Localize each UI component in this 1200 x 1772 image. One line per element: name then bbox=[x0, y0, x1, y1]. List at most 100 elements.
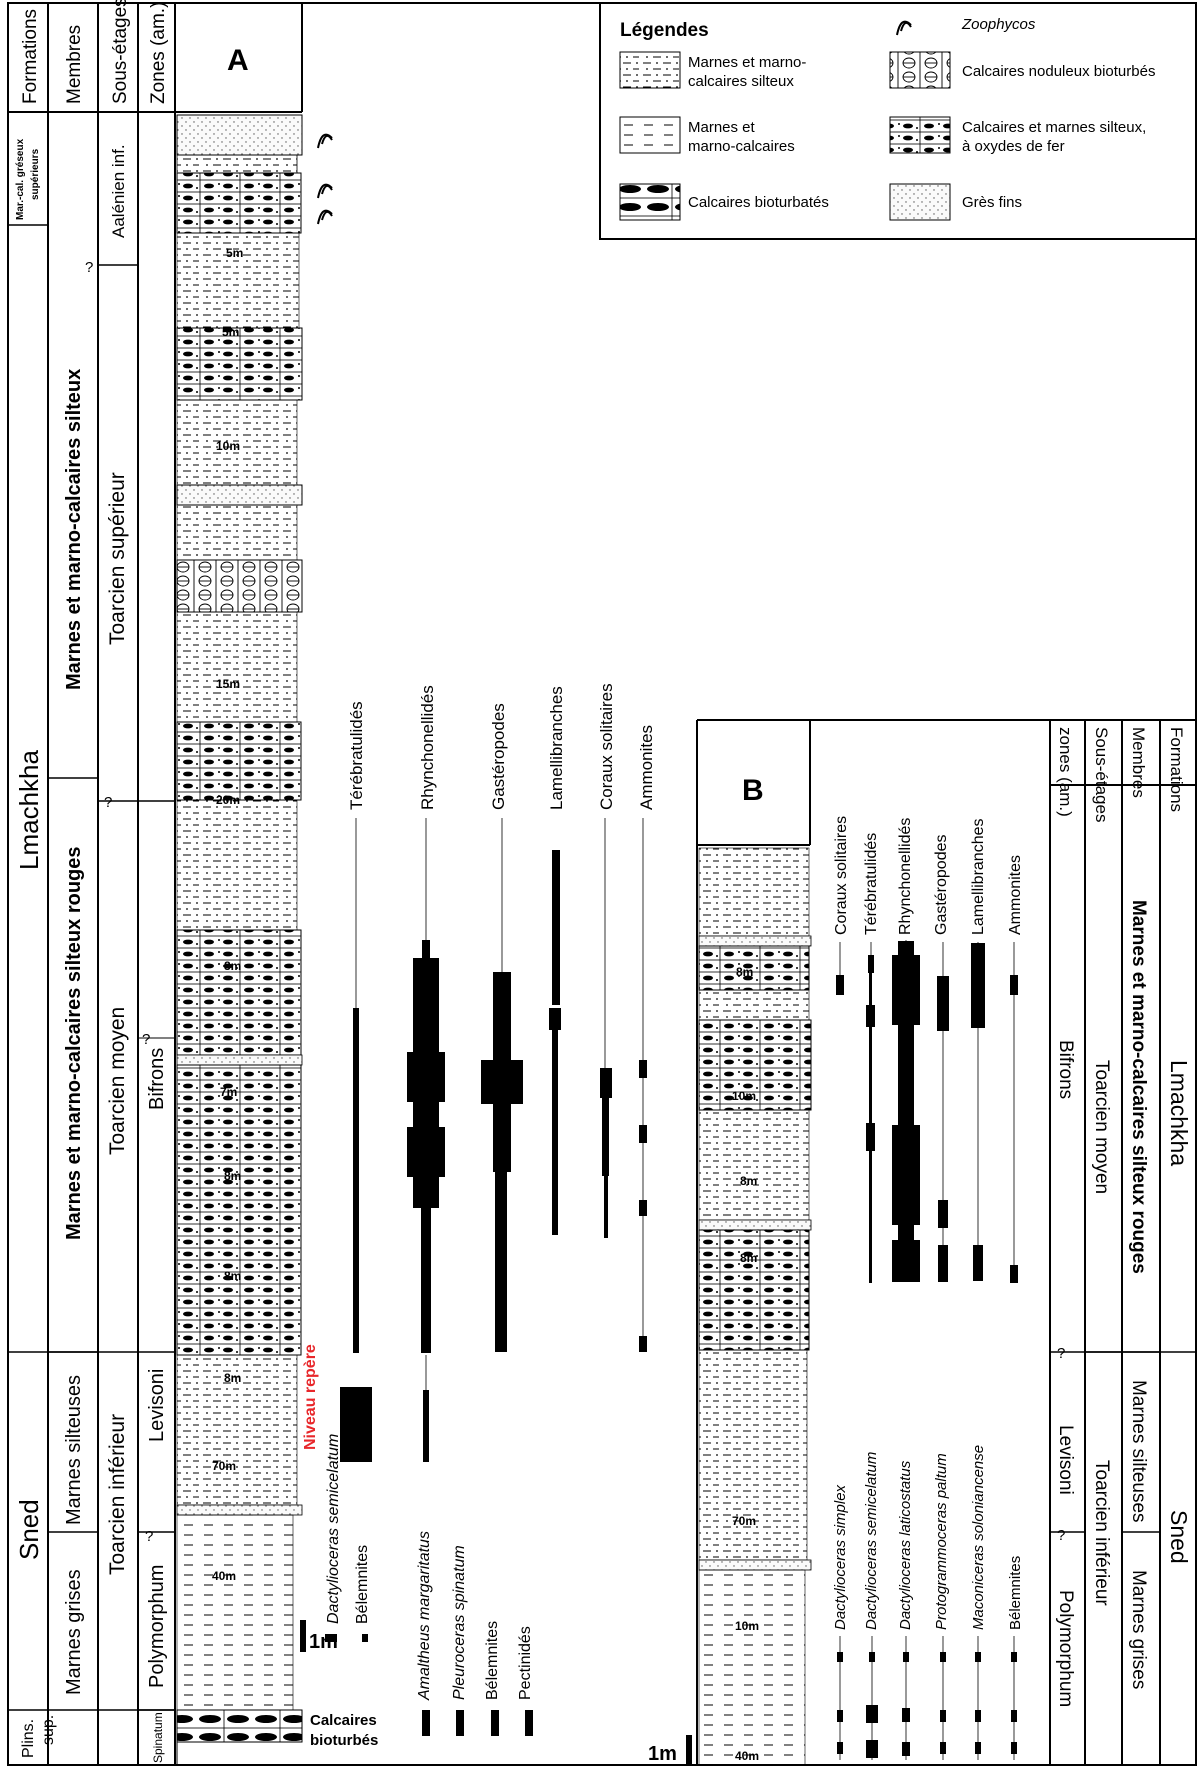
fauna-b-gasteropodes: Gastéropodes bbox=[933, 834, 950, 935]
legend-swatch-sandstone bbox=[889, 183, 951, 221]
col-a-header-sous-etages: Sous-étages bbox=[110, 0, 131, 104]
fauna-b-ammonites: Ammonites bbox=[1007, 855, 1024, 935]
fauna-a-coraux: Coraux solitaires bbox=[597, 683, 616, 810]
thickness-a-5: 20m bbox=[216, 793, 240, 807]
legend-label-bioturbated: Calcaires bioturbatés bbox=[688, 194, 829, 211]
column-a-question-marks: ? ? ? ? bbox=[85, 259, 153, 1545]
legend-swatch-iron bbox=[889, 116, 951, 154]
bottom-taxa-a-ranges bbox=[325, 1634, 533, 1736]
scale-bar-a bbox=[300, 1620, 306, 1652]
qmark-b-1: ? bbox=[1057, 1345, 1065, 1362]
fauna-a-gasteropodes: Gastéropodes bbox=[489, 703, 508, 810]
fauna-a-terebratulides: Térébratulidés bbox=[347, 701, 366, 810]
thickness-a-10: 8m bbox=[224, 1371, 241, 1385]
taxon-b-maconiceras: Maconiceras soloniancense bbox=[970, 1445, 987, 1630]
toarcien-moyen-a: Toarcien moyen bbox=[106, 1007, 129, 1155]
thickness-a-9: 8m bbox=[224, 1269, 241, 1283]
membre-rouges-a: Marnes et marno-calcaires silteux rouges bbox=[63, 847, 85, 1241]
col-a-header-zones: Zones (am.) bbox=[148, 2, 169, 104]
legend-swatch-bioturbated bbox=[619, 183, 681, 221]
fauna-a-rhynchonellides: Rhynchonellidés bbox=[418, 685, 437, 810]
fauna-headers-a: Térébratulidés Rhynchonellidés Gastéropo… bbox=[347, 683, 656, 810]
legend-label-zoophycos: Zoophycos bbox=[961, 16, 1036, 33]
legend-swatch-silty bbox=[619, 51, 681, 89]
column-a-divisions bbox=[8, 224, 176, 1711]
zone-polymorphum-a: Polymorphum bbox=[146, 1565, 168, 1688]
bottom-taxa-b: Dactylioceras simplex Dactylioceras semi… bbox=[832, 1445, 1024, 1630]
col-a-header-formations: Formations bbox=[20, 9, 41, 104]
zone-levisoni-b: Levisoni bbox=[1055, 1425, 1076, 1495]
thickness-a-6: 8m bbox=[224, 959, 241, 973]
fauna-ranges-b bbox=[836, 940, 1018, 1283]
toarcien-inf-a: Toarcien inférieur bbox=[106, 1414, 129, 1575]
taxon-a-dactylioceras-semicelatum: Dactylioceras semicelatum bbox=[325, 1434, 342, 1624]
formation-mar-cal: Mar.-cal. gréseux bbox=[15, 138, 26, 220]
legend-swatch-nodular bbox=[889, 51, 951, 89]
thickness-a-11: 70m bbox=[212, 1459, 236, 1473]
taxon-b-simplex: Dactylioceras simplex bbox=[832, 1484, 849, 1630]
formation-lmachkha-a: Lmachkha bbox=[14, 750, 44, 870]
taxon-b-laticostatus: Dactylioceras laticostatus bbox=[897, 1460, 914, 1630]
column-b-frame bbox=[696, 719, 1196, 1765]
thickness-a-12: 40m bbox=[212, 1569, 236, 1583]
legend-label-nodular: Calcaires noduleux bioturbés bbox=[962, 63, 1155, 80]
zone-bifrons-a: Bifrons bbox=[146, 1048, 168, 1110]
col-b-header-formations: Formations bbox=[1167, 727, 1186, 812]
qmark-bifrons: ? bbox=[142, 1031, 150, 1048]
thickness-a-3: 10m bbox=[216, 439, 240, 453]
thickness-b-5: 70m bbox=[732, 1514, 756, 1528]
thickness-b-4: 8m bbox=[740, 1251, 757, 1265]
taxon-a-pleuroceras: Pleuroceras spinatum bbox=[451, 1545, 468, 1700]
fauna-b-coraux: Coraux solitaires bbox=[833, 816, 850, 935]
fauna-b-lamellibranches: Lamellibranches bbox=[970, 818, 987, 935]
plins-label: Plins. bbox=[20, 1719, 37, 1758]
qmark-aalenien: ? bbox=[85, 259, 93, 276]
thickness-a-1: 5m bbox=[226, 246, 243, 260]
thickness-a-7: 7m bbox=[220, 1085, 237, 1099]
zone-polymorphum-b: Polymorphum bbox=[1055, 1590, 1076, 1707]
legend-label-iron-2: à oxydes de fer bbox=[962, 138, 1065, 155]
legend-label-iron-1: Calcaires et marnes silteux, bbox=[962, 119, 1146, 136]
thickness-a-4: 15m bbox=[216, 677, 240, 691]
membre-rouges-b: Marnes et marno-calcaires silteux rouges bbox=[1128, 900, 1149, 1274]
marker-bed-label: Niveau repère bbox=[302, 1344, 319, 1450]
zoophycos-icons-a bbox=[317, 133, 333, 225]
formation-lmachkha-b: Lmachkha bbox=[1166, 1060, 1192, 1166]
lithology-column-a bbox=[176, 114, 303, 1766]
membre-grises-a: Marnes grises bbox=[63, 1569, 85, 1695]
taxon-b-semicelatum: Dactylioceras semicelatum bbox=[863, 1452, 880, 1630]
toarcien-sup-a: Toarcien supérieur bbox=[106, 472, 129, 645]
qmark-toarcien-moyen: ? bbox=[104, 794, 112, 811]
membre-silteux-a: Marnes et marno-calcaires silteux bbox=[63, 369, 85, 690]
thickness-b-7: 40m bbox=[735, 1749, 759, 1763]
formation-sned-a: Sned bbox=[14, 1499, 44, 1560]
toarcien-moyen-b: Toarcien moyen bbox=[1091, 1060, 1112, 1194]
thickness-b-3: 8m bbox=[740, 1174, 757, 1188]
fauna-b-terebratulides: Térébratulidés bbox=[863, 833, 880, 935]
bottom-taxa-b-ranges bbox=[837, 1636, 1017, 1760]
qmark-b-2: ? bbox=[1057, 1527, 1065, 1544]
fauna-ranges-a bbox=[340, 818, 647, 1462]
col-b-title: B bbox=[742, 774, 764, 807]
taxon-a-belemnites-2: Bélemnites bbox=[484, 1621, 501, 1700]
taxon-b-belemnites: Bélemnites bbox=[1007, 1556, 1024, 1630]
taxon-a-pectinides: Pectinidés bbox=[517, 1626, 534, 1700]
scale-bar-b bbox=[686, 1735, 692, 1765]
fauna-a-lamellibranches: Lamellibranches bbox=[547, 686, 566, 810]
sup-label: sup. bbox=[40, 1715, 57, 1745]
thickness-b-2: 10m bbox=[732, 1089, 756, 1103]
legend-title: Légendes bbox=[620, 20, 709, 41]
thickness-a-8: 8m bbox=[224, 1169, 241, 1183]
col-b-header-zones: zones (am.) bbox=[1056, 727, 1075, 817]
qmark-polymorphum: ? bbox=[145, 1528, 153, 1545]
zone-spinatum-a: Spinatum bbox=[151, 1712, 165, 1763]
col-a-header-membres: Membres bbox=[64, 25, 85, 104]
aalenien-inf-a: Aalénien inf. bbox=[109, 144, 128, 238]
membre-silteuses-b: Marnes silteuses bbox=[1128, 1380, 1149, 1523]
legend-label-sandstone: Grès fins bbox=[962, 194, 1022, 211]
bottom-taxa-a: Dactylioceras semicelatum Bélemnites Ama… bbox=[325, 1434, 534, 1701]
scale-label-a: 1m bbox=[309, 1631, 338, 1653]
fauna-a-ammonites: Ammonites bbox=[637, 725, 656, 810]
fauna-headers-b: Coraux solitaires Térébratulidés Rhyncho… bbox=[833, 816, 1024, 935]
legend-label-silty-2: calcaires silteux bbox=[688, 73, 794, 90]
